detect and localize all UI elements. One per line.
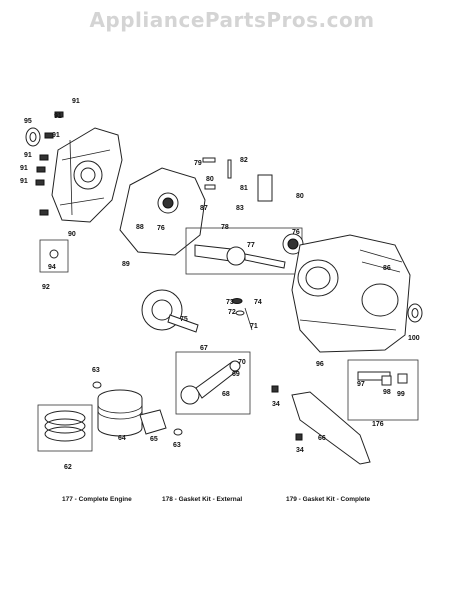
callout-72: 72 xyxy=(228,309,236,316)
callout-63: 63 xyxy=(173,442,181,449)
callout-91: 91 xyxy=(20,178,28,185)
callout-91: 91 xyxy=(52,132,60,139)
engine-block[interactable] xyxy=(291,234,411,353)
callout-90: 90 xyxy=(68,231,76,238)
callout-80: 80 xyxy=(296,193,304,200)
footer-complete-engine: 177 - Complete Engine xyxy=(62,496,132,503)
callout-83: 83 xyxy=(236,205,244,212)
piston[interactable] xyxy=(97,389,143,437)
callout-64: 64 xyxy=(118,435,126,442)
crankcase-cover[interactable] xyxy=(51,127,123,223)
piston-ring-box xyxy=(37,404,93,452)
callout-75: 75 xyxy=(180,316,188,323)
oil-seal-100[interactable] xyxy=(407,303,423,323)
connecting-rod[interactable] xyxy=(180,360,241,405)
bolt-34a[interactable] xyxy=(271,385,279,393)
callout-63: 63 xyxy=(92,367,100,374)
callout-80: 80 xyxy=(206,176,214,183)
pin-clip-63a[interactable] xyxy=(92,381,102,389)
callout-94: 94 xyxy=(48,264,56,271)
pin-97-99[interactable] xyxy=(357,371,408,386)
governor-parts[interactable] xyxy=(202,157,273,202)
callout-74: 74 xyxy=(254,299,262,306)
callout-65: 65 xyxy=(150,436,158,443)
bolt-34b[interactable] xyxy=(295,433,303,441)
watermark: AppliancePartsPros.com xyxy=(89,8,375,32)
gasket-89[interactable] xyxy=(119,167,206,256)
callout-100: 100 xyxy=(408,335,420,342)
callout-76: 76 xyxy=(157,225,165,232)
footer-gasket-complete: 179 - Gasket Kit - Complete xyxy=(286,496,371,503)
oil-seal-95[interactable] xyxy=(25,127,41,147)
piston-rings[interactable] xyxy=(44,410,86,442)
callout-76: 76 xyxy=(292,229,300,236)
bearing-76a[interactable] xyxy=(157,192,179,214)
callout-70: 70 xyxy=(238,359,246,366)
callout-92: 92 xyxy=(42,284,50,291)
callout-95: 95 xyxy=(24,118,32,125)
bolts-91[interactable] xyxy=(35,111,64,216)
connecting-rod-box xyxy=(175,351,251,415)
callout-79: 79 xyxy=(194,160,202,167)
callout-89: 89 xyxy=(122,261,130,268)
callout-86: 86 xyxy=(383,265,391,272)
callout-91: 91 xyxy=(24,152,32,159)
callout-88: 88 xyxy=(136,224,144,231)
pin-box xyxy=(347,359,419,421)
callout-73: 73 xyxy=(226,299,234,306)
callout-82: 82 xyxy=(240,157,248,164)
callout-176: 176 xyxy=(372,421,384,428)
callout-91: 91 xyxy=(54,113,62,120)
callout-68: 68 xyxy=(222,391,230,398)
callout-71: 71 xyxy=(250,323,258,330)
callout-34: 34 xyxy=(272,401,280,408)
callout-77: 77 xyxy=(247,242,255,249)
callout-78: 78 xyxy=(221,224,229,231)
camshaft[interactable] xyxy=(141,289,199,333)
callout-69: 69 xyxy=(232,371,240,378)
callout-97: 97 xyxy=(357,381,365,388)
callout-87: 87 xyxy=(200,205,208,212)
footer-gasket-external: 178 - Gasket Kit - External xyxy=(162,496,243,503)
callout-67: 67 xyxy=(200,345,208,352)
wrist-pin[interactable] xyxy=(139,409,167,435)
callout-81: 81 xyxy=(240,185,248,192)
governor-arm-parts[interactable] xyxy=(231,298,253,331)
callout-62: 62 xyxy=(64,464,72,471)
pin-clip-63b[interactable] xyxy=(173,428,183,436)
callout-66: 66 xyxy=(318,435,326,442)
callout-98: 98 xyxy=(383,389,391,396)
breather-plate[interactable] xyxy=(291,391,371,465)
callout-96: 96 xyxy=(316,361,324,368)
callout-91: 91 xyxy=(72,98,80,105)
callout-91: 91 xyxy=(20,165,28,172)
bearing-76b[interactable] xyxy=(282,233,304,255)
dipstick-94[interactable] xyxy=(49,249,59,259)
callout-99: 99 xyxy=(397,391,405,398)
crankshaft[interactable] xyxy=(194,244,286,269)
callout-34: 34 xyxy=(296,447,304,454)
dipstick-box xyxy=(39,239,69,273)
